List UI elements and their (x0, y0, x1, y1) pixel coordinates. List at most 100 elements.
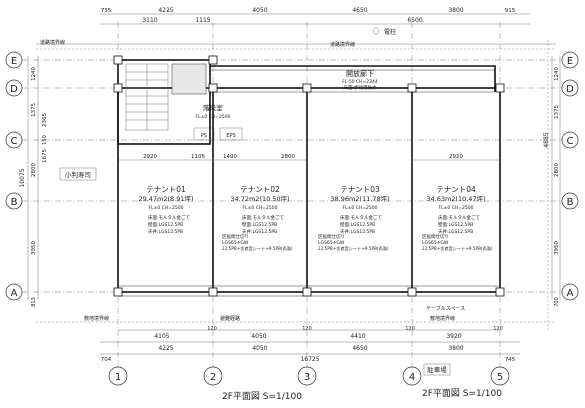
dim-left-5: 2800 (31, 163, 37, 177)
dim-bottom1-5: 120 (405, 326, 415, 332)
dim-bottom1-7: 120 (493, 326, 503, 332)
dim-right-4: 700 (554, 297, 560, 307)
dim-inner-3: 2800 (281, 154, 295, 160)
dim-top2-0: 3110 (142, 17, 157, 24)
dim-bottom1-0: 4105 (154, 333, 169, 340)
grid-lines (22, 22, 565, 385)
partition-title: 区画間仕切り (222, 233, 249, 240)
dim-bottom1-1: 120 (207, 326, 217, 332)
room-name: テナント01 (146, 185, 186, 194)
dim-right-1: 1375 (554, 105, 560, 119)
partition-spec: 12.5PB+次遮音シート+9.5PB(両面) (422, 245, 493, 252)
stair-hall-spec: FL±0 CH=2500 (196, 114, 231, 120)
dim-right-3: 3950 (554, 241, 560, 255)
dim-top2-2: 6500 (407, 17, 422, 24)
room-spec-3: 天井:LGS12.5PB (340, 228, 375, 235)
room-spec-1: 床面:モルタル金ごて (242, 214, 284, 221)
dim-top-0: 4225 (158, 7, 173, 14)
room-spec-1: 床面:モルタル金ごて (438, 214, 480, 221)
partition-frame: LGS65+GW (222, 240, 249, 246)
bottom-note-boundary-2: 敷地境界線 (430, 315, 455, 322)
room-name: テナント03 (340, 185, 380, 194)
room-tenant-02: テナント02 34.72m2(10.50坪) FL±0 CH=2500 床面:モ… (230, 185, 289, 235)
dim-bottom1-4: 4410 (350, 333, 365, 340)
room-spec-1: 床面:モルタル金ごて (340, 214, 382, 221)
dim-left-3: 150 (42, 135, 48, 145)
eps-label: EPS (226, 133, 235, 139)
room-area: 29.47m2(8.91坪) (138, 195, 193, 203)
grid-bubbles-bottom: 1 2 3 4 5 (108, 366, 510, 386)
grid-label-col-3: 3 (304, 372, 310, 383)
partition-frame: LGS65+GW (422, 240, 449, 246)
dim-top2-1: 1115 (195, 17, 210, 24)
stair-hall-label: 階段室 FL±0 CH=2500 EPS PS (196, 103, 236, 139)
dim-top-1: 4050 (252, 7, 267, 14)
dim-bottom1-2: 4050 (251, 333, 266, 340)
grid-label-row-d-left: D (10, 84, 18, 95)
dim-bottom-misc-0: 704 (101, 357, 112, 363)
corridor-spec-0: FL-50 CH=2344 (342, 79, 378, 85)
bottom-note-evac: 避難経路 (220, 315, 240, 322)
partition-title: 区画間仕切り (422, 233, 449, 240)
dim-top-misc-1: 915 (505, 8, 516, 14)
grid-bubbles-right: E D C B A (561, 51, 579, 301)
dim-bottom2-2: 4650 (352, 345, 367, 352)
dim-right-outer: 4885 (543, 132, 550, 147)
room-tenant-01: テナント01 29.47m2(8.91坪) FL±0 CH=2500 床面:モル… (138, 185, 193, 235)
dimensions-top: 735 4225 4050 4650 3800 915 3110 1115 65… (40, 7, 530, 48)
dim-bottom2-3: 3800 (448, 345, 463, 352)
room-spec-3: 天井:LGS12.5PB (242, 228, 277, 235)
room-spec-2: 壁面:LGS12.5PB (242, 221, 277, 228)
corridor-label: 開放廊下 FL-50 CH=2344 床面:歩行用防水 (342, 69, 378, 91)
legend-utility-pole: 電柱 (384, 28, 396, 36)
dim-left-4: 1675 (42, 149, 48, 163)
partition-note-3: 区画間仕切り LGS65+GW 12.5PB+次遮音シート+9.5PB(両面) (422, 233, 493, 252)
street-label-box (59, 167, 97, 181)
ps-label: PS (201, 133, 207, 139)
dim-bottom2-1: 4050 (252, 345, 267, 352)
dim-inner-0: 2920 (143, 154, 157, 160)
drawing-title-small: 2F平面図 S=1/100 (422, 388, 502, 399)
parking-label-box (423, 363, 451, 376)
dim-inner-1: 1105 (191, 154, 205, 160)
dim-top-3: 3800 (448, 7, 463, 14)
grid-label-row-d-right: D (566, 84, 574, 95)
dimensions-right: 4885 1240 1375 2800 3950 700 (543, 56, 561, 307)
room-spec-2: 壁面:LGS12.5PB (148, 221, 183, 228)
room-spec-0: FL±0 CH=2500 (343, 205, 378, 211)
grid-label-row-b-right: B (567, 197, 574, 208)
dimensions-left: 10075 1240 1375 2365 150 1675 2800 3950 … (19, 56, 48, 307)
dim-top-2: 4650 (352, 7, 367, 14)
grid-label-row-b-left: B (11, 197, 18, 208)
dim-right-2: 2800 (554, 163, 560, 177)
room-spec-0: FL±0 CH=2500 (149, 205, 184, 211)
dim-left-0: 1240 (31, 67, 37, 81)
dim-bottom1-6: 3920 (446, 333, 461, 340)
dimensions-inner: 2920 1105 1490 2800 2920 (118, 154, 500, 161)
grid-bubbles-left: E D C B A (5, 51, 23, 301)
room-spec-2: 壁面:LGS12.5PB (340, 221, 375, 228)
grid-label-row-e-right: E (567, 56, 573, 67)
grid-label-row-c-left: C (11, 136, 18, 147)
staircase (125, 63, 243, 141)
parking-label: 駐車場 (427, 365, 447, 374)
dim-bottom2-0: 4225 (158, 345, 173, 352)
top-note-1: 道路境界線 (330, 41, 355, 48)
grid-label-row-e-left: E (11, 56, 17, 67)
grid-label-col-2: 2 (210, 372, 216, 383)
dim-left-7: 813 (31, 297, 37, 307)
dim-top-misc-0: 735 (101, 8, 112, 14)
grid-label-col-4: 4 (409, 372, 415, 383)
room-spec-3: 天井:LGS12.5PB (438, 228, 473, 235)
grid-label-row-a-right: A (567, 288, 574, 299)
partition-spec: 12.5PB+次遮音シート+9.5PB(両面) (222, 245, 293, 252)
drawing-title: 2F平面図 S=1/100 (222, 391, 302, 402)
room-spec-1: 床面:モルタル金ごて (148, 214, 190, 221)
room-name: テナント02 (240, 185, 280, 194)
bottom-note-boundary-1: 敷地境界線 (84, 315, 109, 322)
site-boundary (36, 40, 556, 330)
dim-inner-2: 1490 (223, 154, 237, 160)
utility-pole-icon (372, 27, 380, 35)
structural-columns (113, 55, 505, 297)
